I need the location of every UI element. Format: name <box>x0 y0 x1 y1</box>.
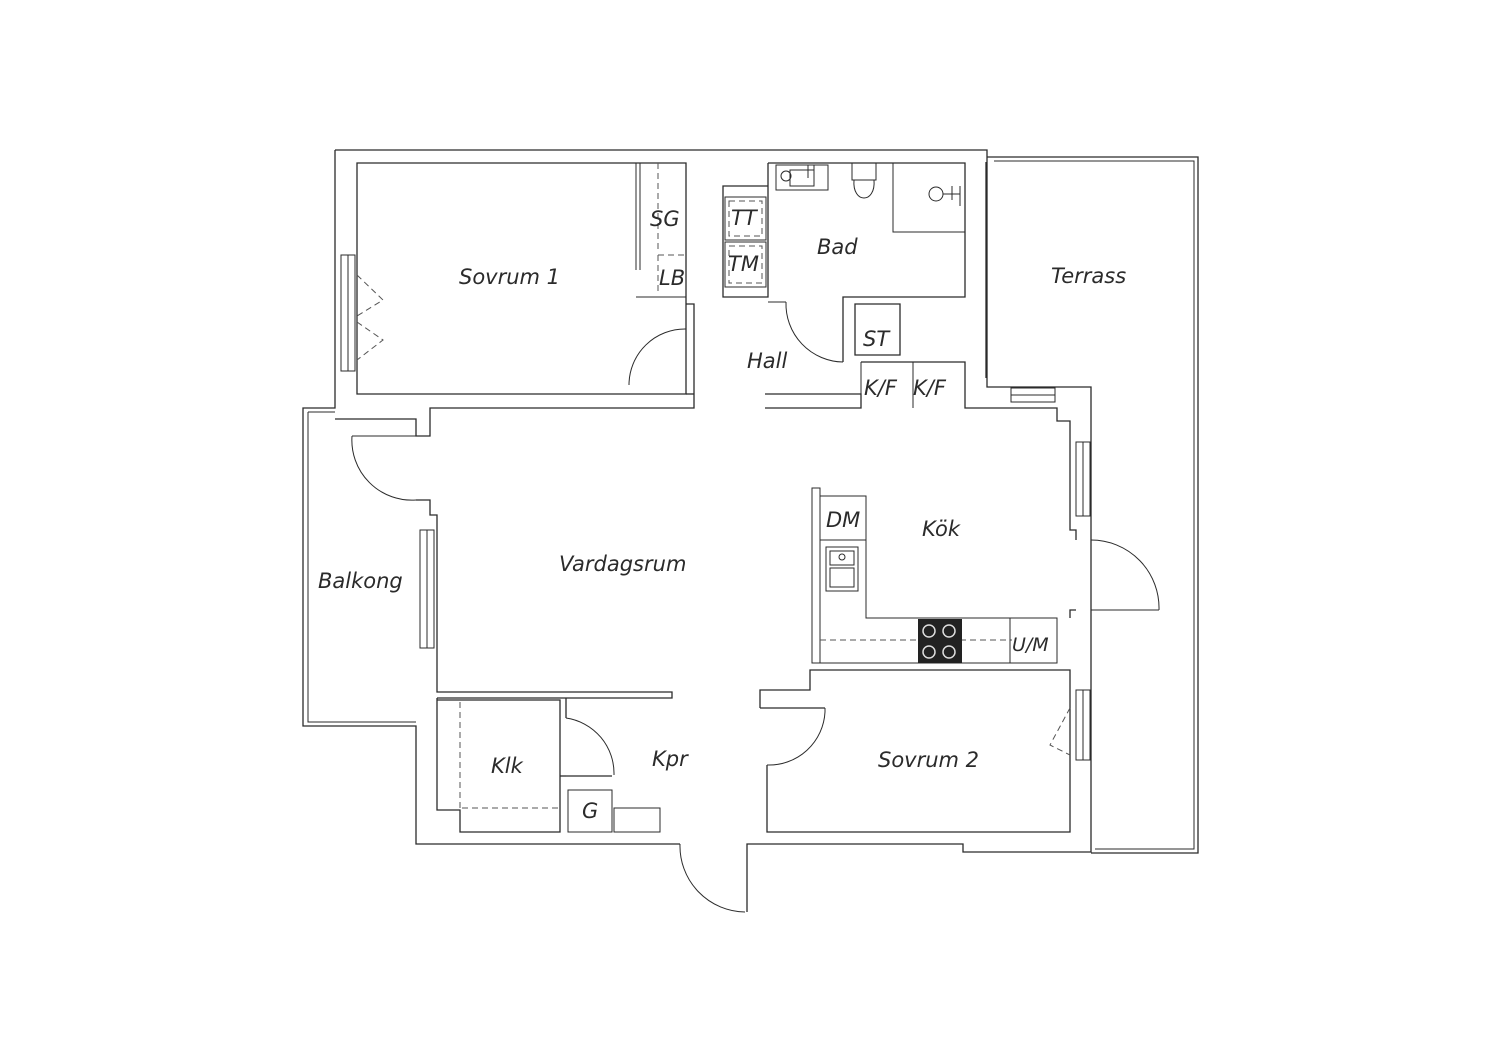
window-icon <box>1075 689 1091 761</box>
door-swing-icon <box>565 717 615 776</box>
door-swing-icon <box>766 708 826 766</box>
sovrum2-walls <box>759 669 1071 833</box>
vardagsrum-left-wall <box>416 499 673 699</box>
door-swing-icon <box>356 274 384 361</box>
storage-g <box>567 789 661 833</box>
window-icon <box>1010 387 1056 403</box>
laundry-machines <box>724 196 767 288</box>
bad-walls <box>722 162 966 362</box>
shower-icon <box>892 163 965 233</box>
door-swing-icon <box>628 328 687 386</box>
fixture-label-tm: TM <box>728 252 759 276</box>
terrace-outline <box>987 156 1199 854</box>
window-icon <box>419 529 435 649</box>
sovrum1-walls <box>335 162 695 437</box>
window-icon <box>1075 441 1091 517</box>
kok-right-wall <box>986 407 1077 618</box>
room-label-kpr: Kpr <box>652 747 689 771</box>
room-label-terrass: Terrass <box>1051 264 1126 288</box>
room-label-vardagsrum: Vardagsrum <box>559 552 686 576</box>
fixture-label-kf1: K/F <box>864 376 898 400</box>
fixture-label-sg: SG <box>650 207 680 231</box>
sink-icon <box>825 546 859 592</box>
toilet-icon <box>851 162 877 199</box>
fixture-label-kf2: K/F <box>913 376 947 400</box>
fixture-label-lb: LB <box>659 266 685 290</box>
window-icon <box>340 254 356 372</box>
stove-icon <box>918 619 962 663</box>
fixture-label-st: ST <box>863 327 891 351</box>
outer-walls <box>302 149 1092 912</box>
room-label-sovrum1: Sovrum 1 <box>459 265 560 289</box>
door-swing-icon <box>1090 539 1160 611</box>
door-swing-icon <box>1049 707 1071 756</box>
room-label-balkong: Balkong <box>318 569 403 593</box>
door-swing-icon <box>351 435 417 501</box>
room-label-bad: Bad <box>817 235 858 259</box>
room-label-sovrum2: Sovrum 2 <box>878 748 979 772</box>
fixture-label-um: U/M <box>1012 634 1049 656</box>
fixture-label-tt: TT <box>731 206 759 230</box>
balcony-outline <box>307 411 416 723</box>
room-label-kok: Kök <box>922 517 961 541</box>
room-label-klk: Klk <box>491 754 524 778</box>
fixture-label-dm: DM <box>826 508 860 532</box>
wardrobe-sg <box>635 163 686 298</box>
fixture-label-g: G <box>582 799 598 823</box>
door-swing-icon <box>679 843 746 913</box>
klk-walls <box>436 698 612 833</box>
room-label-hall: Hall <box>747 349 787 373</box>
door-swing-icon <box>768 301 844 363</box>
kitchen-counter <box>811 487 1058 664</box>
sink-icon <box>775 164 829 191</box>
hall-walls <box>765 303 986 409</box>
